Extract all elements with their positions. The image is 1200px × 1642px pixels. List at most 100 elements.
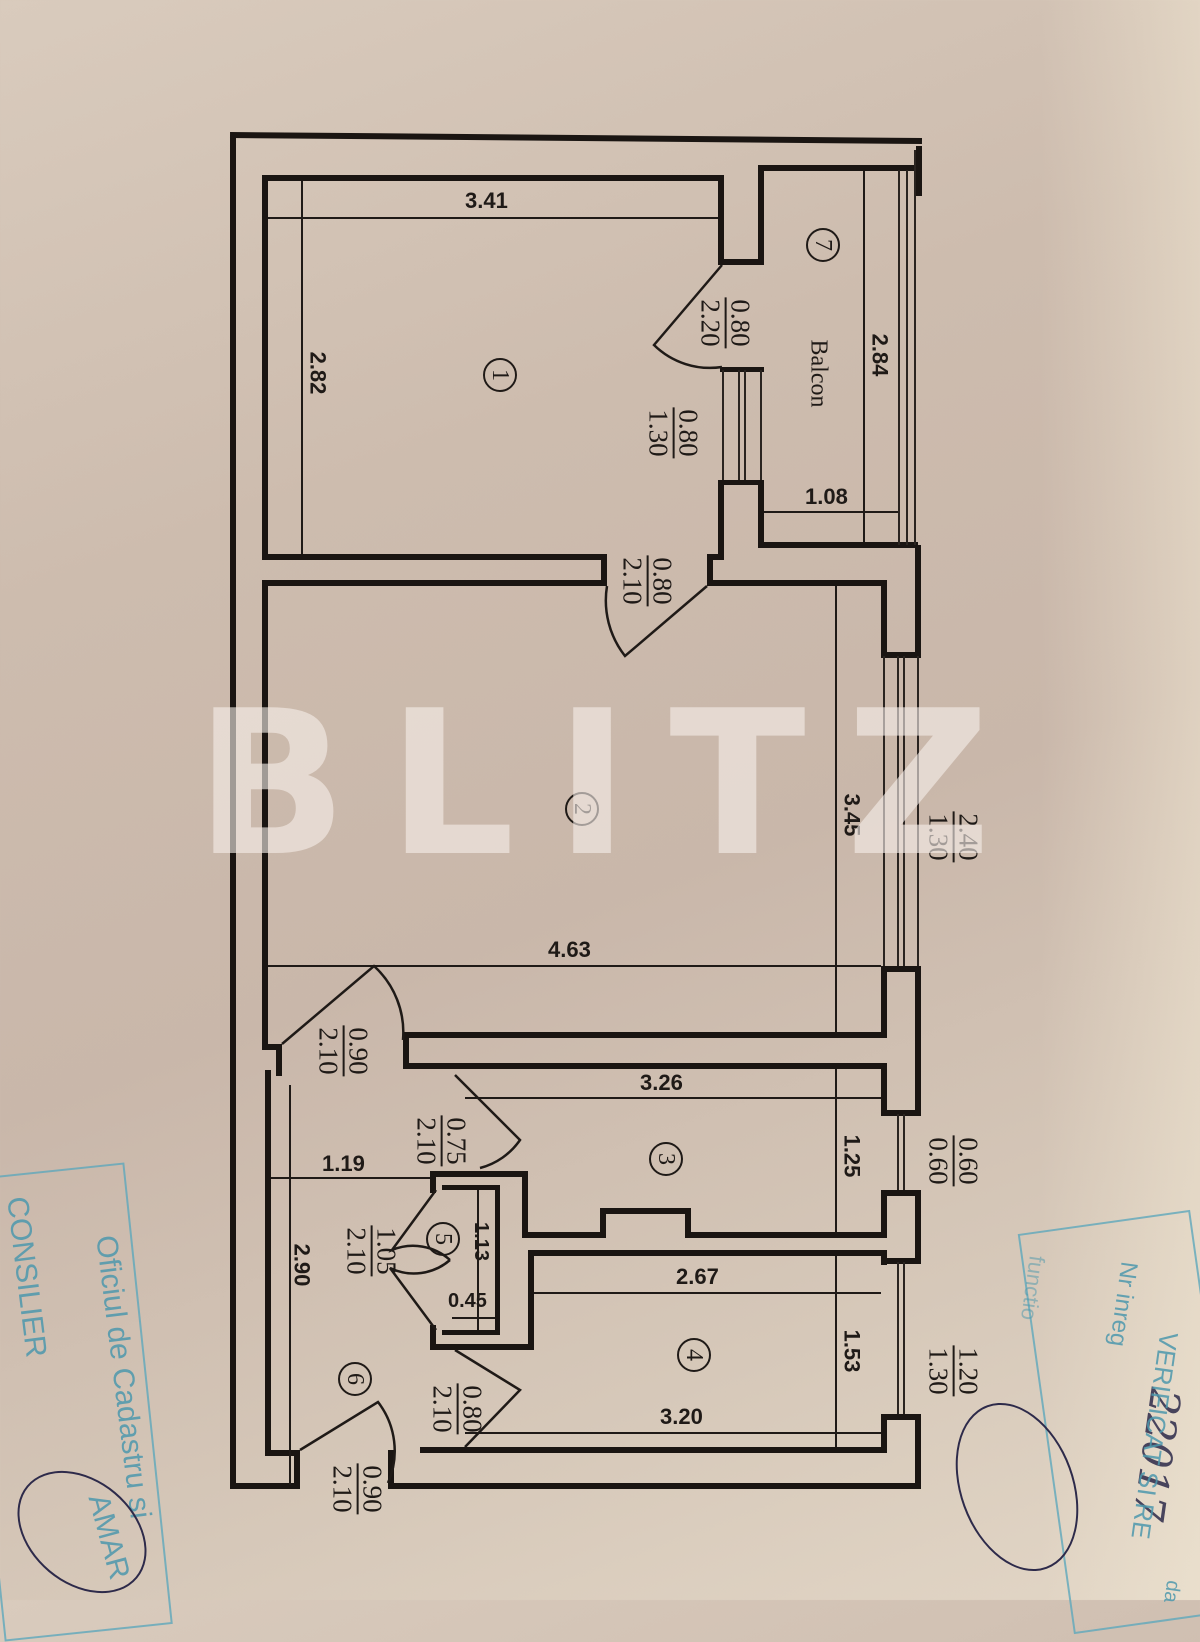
room5-length-label: 1.13 bbox=[469, 1222, 492, 1261]
room6-length-label: 2.90 bbox=[289, 1243, 315, 1287]
room3-bump-left bbox=[600, 1208, 606, 1238]
verification-stamp-corner: da bbox=[1159, 1579, 1185, 1605]
outer-right-bottom bbox=[915, 1414, 921, 1489]
room2-wall-right-top bbox=[881, 580, 887, 658]
room4-width-bottom-label: 3.20 bbox=[660, 1404, 703, 1429]
hall-jamb2 bbox=[276, 1044, 282, 1076]
hall-wall-bottom-left bbox=[265, 1450, 300, 1456]
opening-width: 0.80 bbox=[724, 297, 756, 349]
room1-wall-top bbox=[262, 175, 724, 181]
opening-height: 1.30 bbox=[643, 409, 674, 457]
hall-notch bbox=[707, 554, 724, 560]
dimension-lines bbox=[268, 171, 898, 1485]
window3-pane bbox=[897, 1114, 899, 1194]
window3-pane bbox=[903, 1114, 905, 1194]
opening-width: 0.90 bbox=[342, 1025, 374, 1077]
opening-width: 0.90 bbox=[356, 1463, 388, 1515]
room2-wall-top-right bbox=[707, 580, 887, 586]
room4-wall-right-bottom bbox=[881, 1414, 887, 1452]
balcony-length-label: 2.84 bbox=[867, 333, 893, 377]
room5-outer-left bbox=[430, 1171, 436, 1193]
room-number-1: 1 bbox=[483, 358, 517, 392]
window2-frame-bottom bbox=[881, 966, 921, 972]
opening-width: 0.75 bbox=[440, 1115, 472, 1167]
opening-window-room1-balcony: 0.80 1.30 bbox=[643, 407, 704, 459]
room-number-5: 5 bbox=[426, 1222, 460, 1256]
window-pane bbox=[744, 370, 746, 482]
window4-frame-top bbox=[881, 1258, 921, 1264]
opening-window-room3: 0.60 0.60 bbox=[923, 1135, 984, 1187]
room5-inner-top bbox=[442, 1185, 500, 1190]
opening-height: 2.20 bbox=[695, 299, 726, 347]
window3-frame-top bbox=[881, 1110, 921, 1116]
balcony-wall-bottom bbox=[758, 542, 918, 548]
opening-height: 2.10 bbox=[341, 1227, 372, 1275]
balcony-rail bbox=[906, 170, 908, 545]
balcony-rail bbox=[914, 150, 916, 545]
opening-height: 2.10 bbox=[411, 1117, 442, 1165]
room5-inner-right bbox=[495, 1185, 500, 1335]
hall-jamb3 bbox=[294, 1450, 300, 1488]
outer-wall-bottom-right bbox=[388, 1483, 921, 1489]
balcony-width-label: 1.08 bbox=[805, 484, 848, 509]
room6-width-label: 1.19 bbox=[322, 1151, 365, 1176]
room2-wall-left bbox=[262, 580, 268, 1050]
room4-length-label: 1.53 bbox=[839, 1329, 865, 1373]
room2-wall-top-left bbox=[262, 580, 607, 586]
opening-door-entrance: 0.90 2.10 bbox=[328, 1463, 388, 1515]
window2-side bbox=[917, 656, 919, 968]
window2-pane bbox=[903, 656, 905, 968]
outer-right-mid bbox=[915, 545, 921, 658]
room4-wall-left bbox=[528, 1250, 534, 1350]
opening-door-room1-balcony: 0.80 2.20 bbox=[695, 297, 756, 349]
room2-door-jamb bbox=[601, 554, 607, 586]
room4-wall-bottom bbox=[420, 1447, 887, 1453]
balcony-room-name: Balcon bbox=[805, 339, 832, 408]
window-side bbox=[760, 370, 762, 482]
room5-inner-bottom bbox=[442, 1330, 500, 1335]
room3-length-label: 1.25 bbox=[839, 1134, 865, 1178]
room3-bump-right bbox=[685, 1208, 691, 1238]
room4-wall-top bbox=[528, 1250, 887, 1256]
partition-stub bbox=[758, 165, 764, 265]
balcony-rail bbox=[898, 170, 900, 545]
room1-width-label: 3.41 bbox=[465, 188, 508, 213]
outer-right-low bbox=[915, 1190, 921, 1260]
partition-lower-r bbox=[758, 480, 764, 548]
opening-window-room4: 1.20 1.30 bbox=[924, 1345, 984, 1397]
opening-width: 0.60 bbox=[952, 1135, 984, 1187]
window3-frame-bottom bbox=[881, 1190, 921, 1196]
room3-wall-top bbox=[403, 1063, 887, 1069]
window-frame-top bbox=[720, 367, 764, 372]
room1-wall-right-upper bbox=[718, 175, 724, 265]
blitz-watermark: BLITZ bbox=[195, 668, 1031, 901]
room2-wall-bottom bbox=[403, 1032, 887, 1038]
opening-height: 2.10 bbox=[313, 1027, 344, 1075]
window-frame-bottom bbox=[720, 480, 764, 485]
opening-door-room2: 0.90 2.10 bbox=[313, 1025, 374, 1077]
hall-wall-left bbox=[265, 1070, 271, 1455]
opening-height: 2.10 bbox=[617, 557, 648, 605]
window2-frame-top bbox=[881, 652, 921, 658]
opening-width: 0.80 bbox=[456, 1383, 488, 1435]
outer-wall-left bbox=[230, 137, 236, 1489]
room3-bump-top bbox=[600, 1208, 691, 1214]
room1-length-label: 2.82 bbox=[305, 351, 331, 395]
room4-width-top-label: 2.67 bbox=[676, 1264, 719, 1289]
opening-door-room1-hall: 0.80 2.10 bbox=[617, 555, 678, 607]
room5-outer-bottom bbox=[430, 1344, 534, 1350]
room5-outer-right bbox=[522, 1171, 528, 1201]
window4-pane bbox=[897, 1262, 899, 1417]
room-number-7: 7 bbox=[806, 228, 840, 262]
hall-notch-v bbox=[707, 554, 713, 586]
room2-door-jamb-bottom bbox=[403, 1032, 409, 1066]
room1-wall-bottom bbox=[262, 554, 607, 560]
outer-wall-bottom-left bbox=[230, 1483, 300, 1489]
room-number-4: 4 bbox=[677, 1338, 711, 1372]
window2-side bbox=[883, 656, 885, 968]
room5-width-label: 0.45 bbox=[448, 1290, 487, 1312]
room2-width-label: 4.63 bbox=[548, 937, 591, 962]
opening-height: 0.60 bbox=[923, 1137, 954, 1185]
room4-wall-right-top bbox=[881, 1250, 887, 1265]
opening-height: 2.10 bbox=[427, 1385, 458, 1433]
